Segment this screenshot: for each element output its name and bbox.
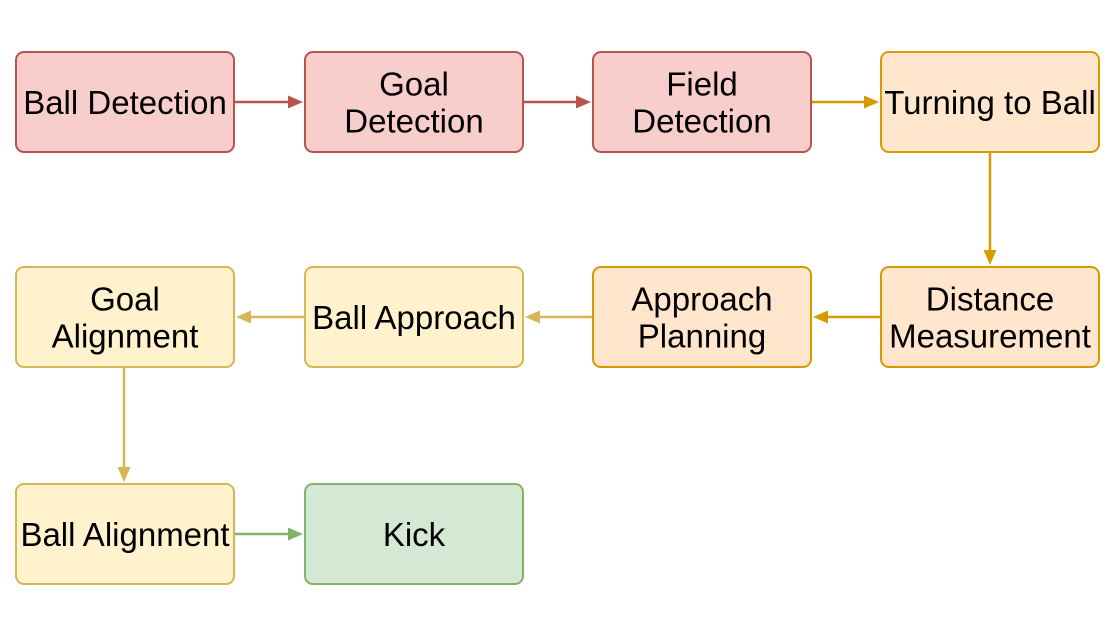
arrowhead-icon xyxy=(117,467,131,482)
node-box xyxy=(304,51,524,153)
arrowhead-icon xyxy=(288,527,303,541)
edge-turning-to-ball-to-distance-measurement xyxy=(983,152,997,265)
node-ball-detection: Ball Detection xyxy=(15,51,235,153)
node-label: Kick xyxy=(383,516,446,553)
node-box xyxy=(592,266,812,368)
node-ball-approach: Ball Approach xyxy=(304,266,524,368)
arrowhead-icon xyxy=(288,95,303,109)
node-box xyxy=(304,483,524,585)
node-kick: Kick xyxy=(304,483,524,585)
edge-ball-detection-to-goal-detection xyxy=(234,95,303,109)
edge-goal-alignment-to-ball-alignment xyxy=(117,367,131,482)
edge-ball-approach-to-goal-alignment xyxy=(236,310,305,324)
node-label: Ball Detection xyxy=(23,84,227,121)
node-box xyxy=(880,266,1100,368)
node-box xyxy=(592,51,812,153)
arrowhead-icon xyxy=(576,95,591,109)
arrowhead-icon xyxy=(813,310,828,324)
node-label: Turning to Ball xyxy=(884,84,1096,121)
edge-field-detection-to-turning-to-ball xyxy=(811,95,879,109)
edge-approach-planning-to-ball-approach xyxy=(525,310,593,324)
arrowhead-icon xyxy=(983,250,997,265)
arrowhead-icon xyxy=(525,310,540,324)
edge-distance-measurement-to-approach-planning xyxy=(813,310,881,324)
node-ball-alignment: Ball Alignment xyxy=(15,483,235,585)
node-box xyxy=(880,51,1100,153)
node-box xyxy=(15,266,235,368)
arrowhead-icon xyxy=(236,310,251,324)
edge-ball-alignment-to-kick xyxy=(234,527,303,541)
node-label: Ball Alignment xyxy=(20,516,229,553)
arrowhead-icon xyxy=(864,95,879,109)
node-box xyxy=(304,266,524,368)
edge-goal-detection-to-field-detection xyxy=(523,95,591,109)
node-turning-to-ball: Turning to Ball xyxy=(880,51,1100,153)
node-label: Ball Approach xyxy=(312,299,516,336)
node-box xyxy=(15,51,235,153)
node-box xyxy=(15,483,235,585)
